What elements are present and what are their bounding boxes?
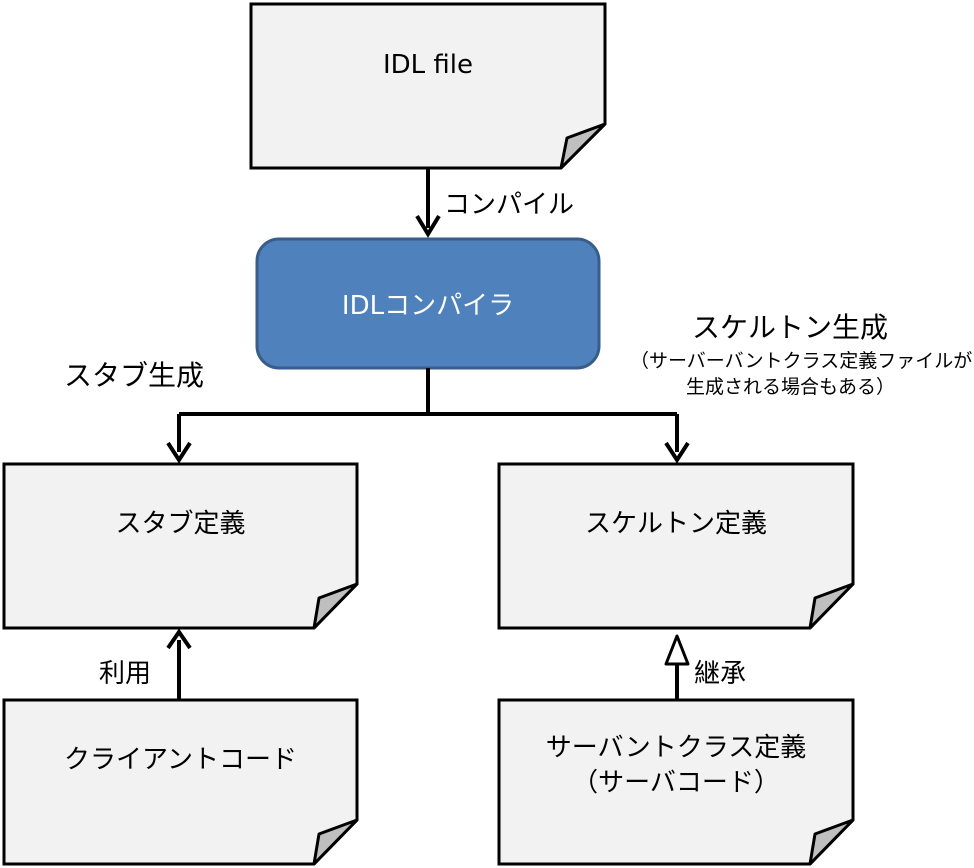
inherit-label: 継承 <box>694 659 747 689</box>
skeleton-note-line2: 生成される場合もある） <box>686 376 896 398</box>
servant-class-text-line2: （サーバコード） <box>572 768 780 798</box>
compile-arrow <box>415 168 441 238</box>
inherit-arrow <box>664 634 690 700</box>
idl-file-document <box>249 2 607 170</box>
skeleton-definition-text: スケルトン定義 <box>584 509 767 540</box>
stub-definition-document <box>2 462 359 630</box>
idl-compiler-text: IDLコンパイラ <box>341 291 515 321</box>
client-code-document <box>2 698 359 866</box>
skeleton-generation-label: スケルトン生成 <box>692 311 889 344</box>
skeleton-definition-document <box>497 462 855 630</box>
stub-definition-text: スタブ定義 <box>115 509 246 540</box>
client-code-text: クライアントコード <box>64 745 297 776</box>
branch-connector <box>166 368 690 464</box>
servant-class-text-line1: サーバントクラス定義 <box>545 732 807 763</box>
servant-class-document <box>497 698 855 866</box>
servant-class-label: サーバントクラス定義 （サーバコード） <box>499 716 853 816</box>
use-label: 利用 <box>99 659 152 689</box>
idl-file-label: IDL file <box>251 36 605 96</box>
client-code-label: クライアントコード <box>4 728 357 794</box>
skeleton-note-line1: （サーバーバントクラス定義ファイルが <box>630 350 973 372</box>
compile-label: コンパイル <box>444 190 575 220</box>
idl-file-text: IDL file <box>382 50 474 81</box>
idl-compiler-label: IDLコンパイラ <box>257 239 599 368</box>
stub-definition-label: スタブ定義 <box>4 492 357 558</box>
skeleton-definition-label: スケルトン定義 <box>499 492 853 558</box>
use-arrow <box>166 628 192 700</box>
stub-generation-label: スタブ生成 <box>64 359 205 392</box>
